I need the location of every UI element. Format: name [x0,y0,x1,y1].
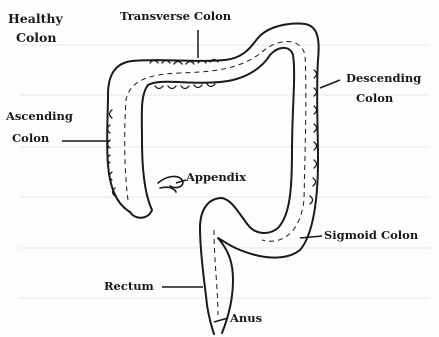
label-descending-line2: Colon [356,91,393,106]
label-ascending-line1: Ascending [6,109,73,124]
title-colon: Colon [16,29,56,46]
label-rectum: Rectum [104,279,154,294]
appendix-drawing [158,176,183,192]
descending-leader [320,80,340,88]
label-appendix: Appendix [186,170,246,185]
label-descending-line1: Descending [346,71,421,86]
label-ascending-line2: Colon [12,131,49,146]
appendix-leader [176,180,186,183]
sigmoid-leader [300,236,322,238]
label-transverse-colon: Transverse Colon [120,9,231,24]
label-sigmoid-colon: Sigmoid Colon [324,228,418,243]
title-healthy: Healthy [8,10,63,27]
label-anus: Anus [230,311,262,326]
